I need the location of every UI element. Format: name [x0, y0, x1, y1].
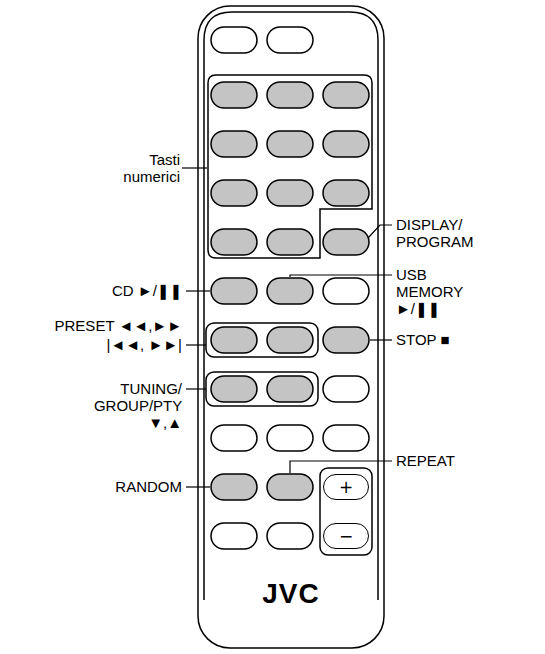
remote-inner-outline: [204, 12, 378, 600]
remote-button: [323, 180, 369, 206]
leader-line: [186, 486, 210, 487]
remote-button: [323, 327, 369, 353]
remote-button: [211, 523, 257, 549]
remote-button: [211, 180, 257, 206]
volume-button: +: [323, 474, 369, 500]
leader-line: [186, 388, 206, 389]
remote-button: [323, 131, 369, 157]
remote-button: [211, 474, 257, 500]
brand-logo: JVC: [262, 578, 319, 610]
callout-label: Tasti numerici: [123, 151, 180, 185]
remote-button: [267, 327, 313, 353]
callout-label: CD ►/❚❚: [112, 282, 182, 299]
remote-button: [267, 82, 313, 108]
leader-line: [368, 225, 392, 238]
remote-button: [211, 327, 257, 353]
volume-button: −: [323, 523, 369, 549]
remote-button: [267, 131, 313, 157]
remote-button: [211, 376, 257, 402]
remote-button: [323, 376, 369, 402]
remote-button: [323, 425, 369, 451]
remote-button: [323, 278, 369, 304]
button-symbol: +: [339, 479, 353, 496]
leader-line: [290, 275, 392, 277]
callout-label: RANDOM: [115, 478, 182, 495]
remote-button: [267, 27, 313, 53]
callout-label: REPEAT: [396, 452, 455, 469]
remote-body: [198, 6, 384, 648]
callout-label: TUNING/ GROUP/PTY ▼,▲: [94, 380, 182, 431]
remote-button: [323, 229, 369, 255]
remote-button: [211, 82, 257, 108]
button-symbol: −: [339, 528, 353, 545]
leader-line: [290, 461, 392, 473]
remote-button: [267, 474, 313, 500]
remote-button: [211, 425, 257, 451]
callout-label: |◄◄, ►►|: [106, 336, 182, 353]
remote-button: [323, 82, 369, 108]
numeric-key-group: [208, 75, 372, 258]
remote-button: [211, 131, 257, 157]
remote-button: [267, 376, 313, 402]
remote-button: [211, 229, 257, 255]
volume-key-group: [320, 468, 372, 555]
remote-button: [211, 27, 257, 53]
leader-line: [182, 167, 207, 168]
callout-label: DISPLAY/ PROGRAM: [396, 216, 474, 250]
remote-button: [267, 523, 313, 549]
remote-button: [267, 278, 313, 304]
preset-key-group: [206, 323, 318, 357]
leader-line: [186, 344, 206, 345]
remote-button: [267, 180, 313, 206]
leader-line: [370, 339, 392, 340]
callout-label: USB MEMORY ►/❚❚: [396, 266, 463, 317]
callout-label: PRESET ◄◄,►►: [55, 317, 182, 334]
leader-line: [186, 290, 210, 291]
tuning-key-group: [206, 372, 318, 406]
remote-button: [267, 425, 313, 451]
remote-button: [267, 229, 313, 255]
remote-button: [211, 278, 257, 304]
callout-label: STOP ■: [396, 331, 450, 348]
